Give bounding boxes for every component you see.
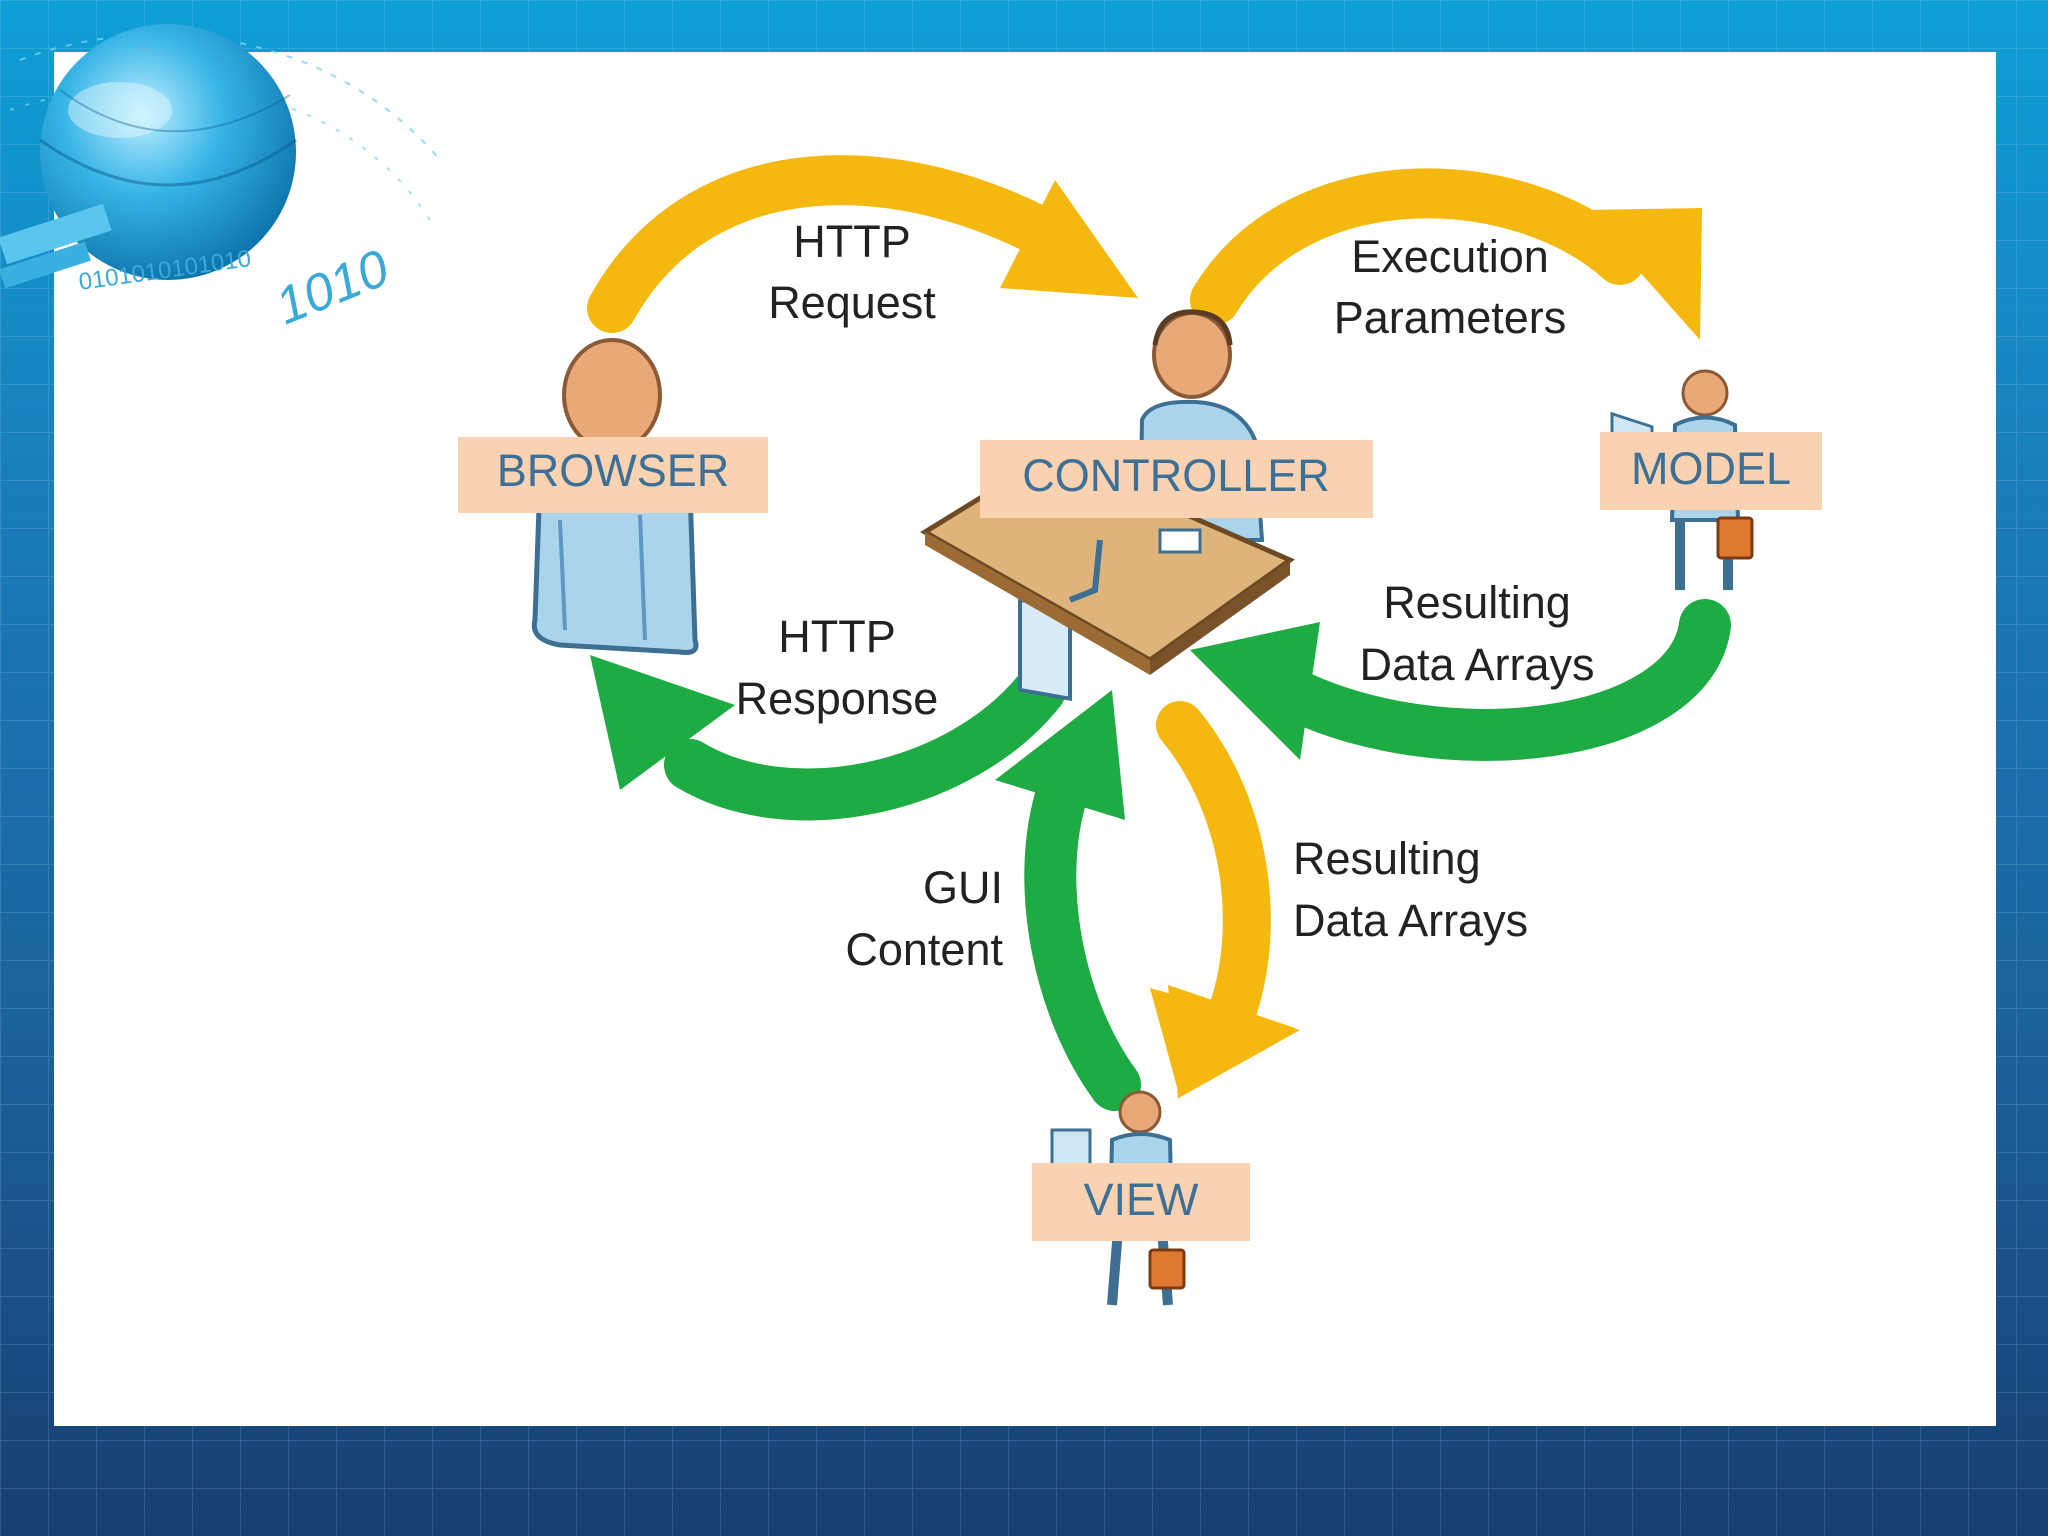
- model-results-line-1: Resulting: [1383, 577, 1571, 628]
- view-label: VIEW: [1083, 1174, 1199, 1225]
- gui-content-arrow: [995, 690, 1141, 1111]
- http-response-arrow: [590, 655, 1066, 821]
- browser-label: BROWSER: [497, 445, 730, 496]
- view-data-arrow: [1150, 701, 1300, 1100]
- execution-parameters-arrow: [1190, 168, 1702, 340]
- http-request-line-1: HTTP: [793, 216, 911, 267]
- gui-content-label: GUI Content: [845, 862, 1003, 975]
- view-node: VIEW: [1032, 1163, 1250, 1241]
- http-request-arrow: [587, 155, 1138, 333]
- http-response-label: HTTP Response: [736, 611, 939, 724]
- execution-parameters-line-2: Parameters: [1334, 292, 1567, 343]
- globe-logo: 0101010101010 1010: [0, 24, 441, 336]
- gui-content-line-1: GUI: [923, 862, 1003, 913]
- view-data-line-2: Data Arrays: [1293, 895, 1528, 946]
- model-results-arrow: [1190, 599, 1731, 761]
- controller-node: CONTROLLER: [980, 440, 1373, 518]
- execution-parameters-label: Execution Parameters: [1334, 231, 1567, 343]
- http-response-line-2: Response: [736, 673, 939, 724]
- view-data-line-1: Resulting: [1293, 833, 1481, 884]
- view-data-label: Resulting Data Arrays: [1293, 833, 1528, 946]
- model-label: MODEL: [1631, 443, 1791, 494]
- logo-binary-large: 1010: [268, 239, 397, 336]
- execution-parameters-line-1: Execution: [1351, 231, 1549, 282]
- browser-node: BROWSER: [458, 437, 768, 513]
- model-results-line-2: Data Arrays: [1359, 639, 1594, 690]
- http-response-line-1: HTTP: [778, 611, 896, 662]
- http-request-label: HTTP Request: [768, 216, 936, 328]
- gui-content-line-2: Content: [845, 924, 1003, 975]
- http-request-line-2: Request: [768, 277, 936, 328]
- model-node: MODEL: [1600, 432, 1822, 510]
- controller-label: CONTROLLER: [1022, 450, 1330, 501]
- model-results-label: Resulting Data Arrays: [1359, 577, 1594, 690]
